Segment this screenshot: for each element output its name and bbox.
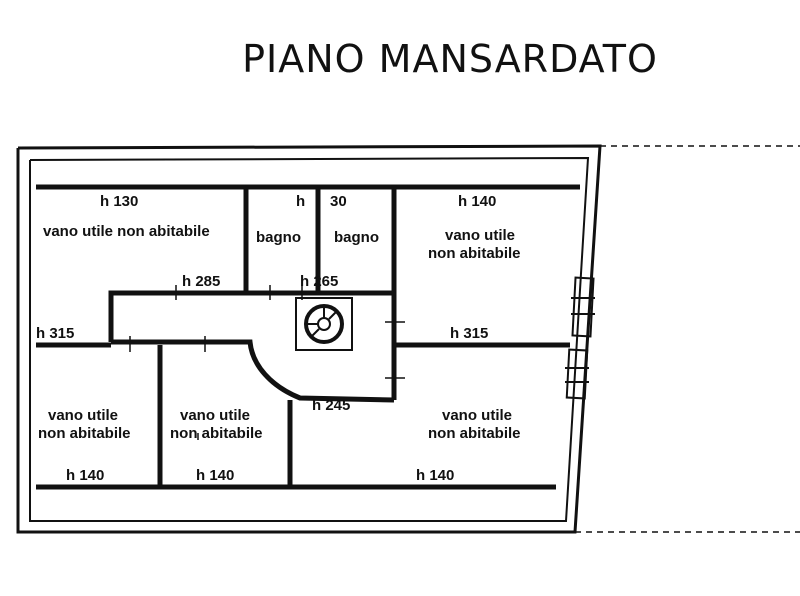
room4-height: h 140 bbox=[458, 193, 496, 210]
hall-height-1: h 285 bbox=[182, 273, 220, 290]
outer-walls bbox=[16, 144, 800, 534]
room7-use-1: vano utile bbox=[442, 407, 512, 424]
room7-height: h 140 bbox=[416, 467, 454, 484]
hall-height-2: h 265 bbox=[300, 273, 338, 290]
room6-use-1: vano utile bbox=[180, 407, 250, 424]
bath2-name: bagno bbox=[334, 229, 379, 246]
room7-use-2: non abitabile bbox=[428, 425, 521, 442]
plan-title: PIANO MANSARDATO bbox=[242, 37, 658, 81]
room6-use-2: non abitabile bbox=[170, 425, 263, 442]
room5-use-1: vano utile bbox=[48, 407, 118, 424]
bath2-height: 30 bbox=[330, 193, 347, 210]
room6-height: h 140 bbox=[196, 467, 234, 484]
left-height: h 315 bbox=[36, 325, 74, 342]
windows bbox=[565, 276, 595, 400]
door-marks bbox=[129, 285, 405, 440]
bath1-name: bagno bbox=[256, 229, 301, 246]
center-height: h 245 bbox=[312, 397, 350, 414]
room4-use-1: vano utile bbox=[445, 227, 515, 244]
eave-lines bbox=[36, 184, 580, 490]
room5-use-2: non abitabile bbox=[38, 425, 131, 442]
spiral-staircase bbox=[295, 297, 353, 351]
room5-height: h 140 bbox=[66, 467, 104, 484]
room1-use: vano utile non abitabile bbox=[43, 223, 210, 240]
right-height: h 315 bbox=[450, 325, 488, 342]
interior-walls bbox=[36, 187, 570, 485]
bath1-height: h bbox=[296, 193, 305, 210]
room1-height: h 130 bbox=[100, 193, 138, 210]
room4-use-2: non abitabile bbox=[428, 245, 521, 262]
